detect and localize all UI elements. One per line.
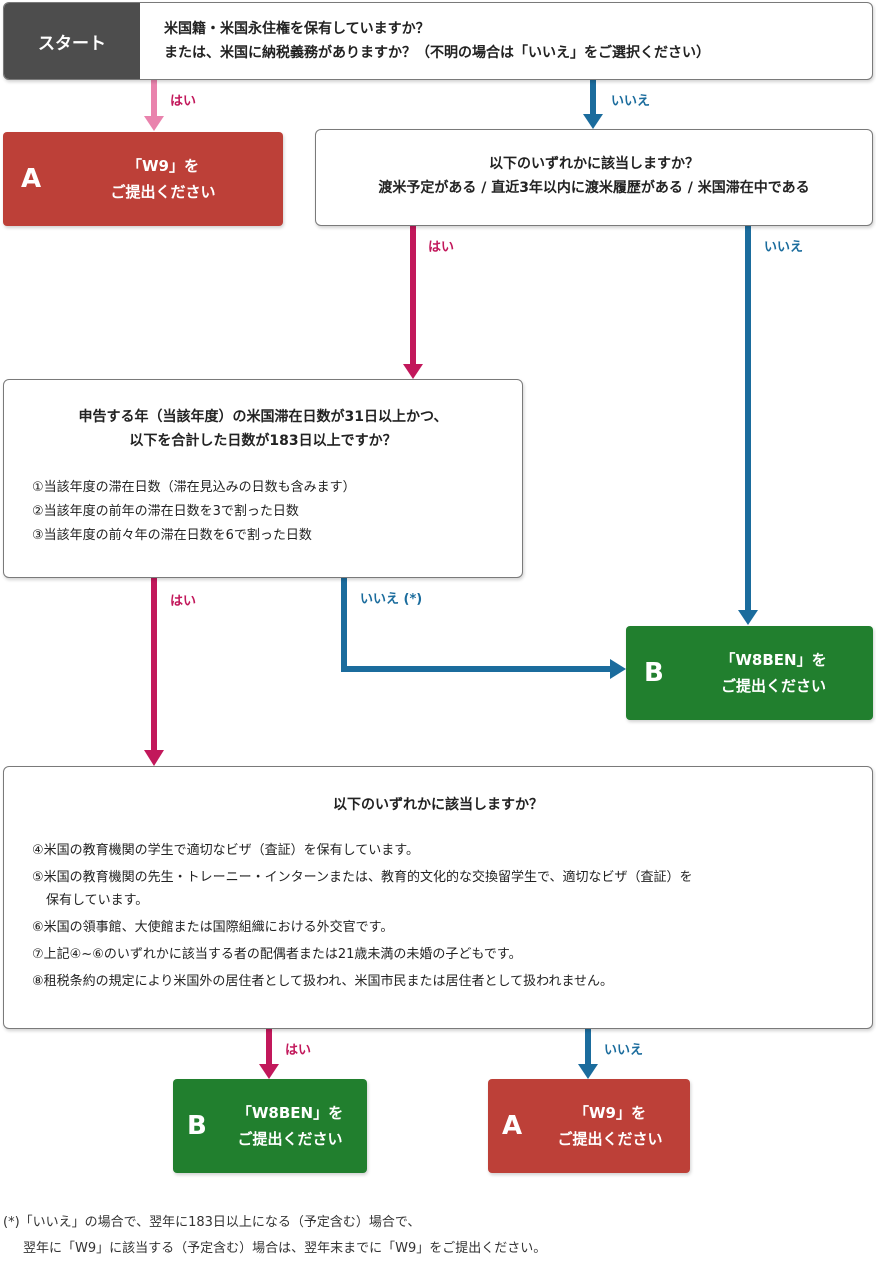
question-4-item: ⑥米国の領事館、大使館または国際組織における外交官です。 — [32, 920, 394, 935]
arrowhead-start-yes — [144, 116, 164, 131]
question-4-item-continued: 保有しています。 — [46, 893, 149, 908]
start-tag: スタート — [4, 3, 140, 79]
result-a-top: A 「W9」を ご提出ください — [3, 132, 283, 226]
arrowhead-start-no — [583, 114, 603, 129]
question-3-box: 申告する年（当該年度）の米国滞在日数が31日以上かつ、 以下を合計した日数が18… — [3, 379, 523, 578]
question-2-box: 以下のいずれかに該当しますか？ 渡米予定がある / 直近3年以内に渡米履歴がある… — [315, 129, 873, 226]
question-3-item: ②当該年度の前年の滞在日数を3で割った日数 — [32, 504, 299, 519]
question-4-box: 以下のいずれかに該当しますか？ ④米国の教育機関の学生で適切なビザ（査証）を保有… — [3, 766, 873, 1029]
result-b-bottom-line2: ご提出ください — [237, 1130, 343, 1148]
arrowhead-q4-yes — [259, 1064, 279, 1079]
arrowhead-q3-yes — [144, 750, 164, 766]
start-question-line1: 米国籍・米国永住権を保有していますか？ — [164, 21, 430, 37]
question-4-item: ⑦上記④~⑥のいずれかに該当する者の配偶者または21歳未満の未婚の子どもです。 — [32, 947, 522, 962]
arrowhead-q2-no — [738, 610, 758, 625]
question-4-item: ⑧租税条約の規定により米国外の居住者として扱われ、米国市民または居住者として扱わ… — [32, 974, 614, 989]
start-question-box: スタート 米国籍・米国永住権を保有していますか？ または、米国に納税義務がありま… — [3, 2, 873, 80]
result-a-top-letter: A — [21, 164, 42, 194]
label-start-yes: はい — [170, 94, 197, 109]
result-a-bottom-line2: ご提出ください — [557, 1130, 663, 1148]
result-a-bottom: A 「W9」を ご提出ください — [488, 1079, 690, 1173]
footnote-line2: 翌年に「W9」に該当する（予定含む）場合は、翌年末までに「W9」をご提出ください… — [23, 1241, 547, 1256]
label-q3-yes: はい — [170, 594, 197, 609]
result-a-bottom-letter: A — [502, 1111, 523, 1141]
result-b-bottom-letter: B — [187, 1111, 207, 1141]
label-q2-yes: はい — [428, 240, 455, 255]
question-3-item: ①当該年度の滞在日数（滞在見込みの日数も含みます） — [32, 480, 356, 495]
label-q2-no: いいえ — [764, 240, 804, 255]
result-b-middle-line1: 「W8BEN」を — [720, 651, 827, 669]
footnote-line1: (*)「いいえ」の場合で、翌年に183日以上になる（予定含む）場合で、 — [3, 1215, 421, 1230]
question-2-line1: 以下のいずれかに該当しますか？ — [489, 156, 699, 172]
arrow-q3-no — [341, 578, 612, 672]
result-b-middle: B 「W8BEN」を ご提出ください — [626, 626, 873, 720]
question-4-title: 以下のいずれかに該当しますか？ — [333, 797, 543, 813]
question-3-line1: 申告する年（当該年度）の米国滞在日数が31日以上かつ、 — [78, 409, 448, 425]
label-q3-no: いいえ (*) — [360, 592, 423, 607]
question-4-item: ⑤米国の教育機関の先生・トレーニー・インターンまたは、教育的文化的な交換留学生で… — [32, 870, 693, 885]
label-start-no: いいえ — [611, 94, 651, 109]
question-3-item: ③当該年度の前々年の滞在日数を6で割った日数 — [32, 528, 312, 543]
result-b-bottom: B 「W8BEN」を ご提出ください — [173, 1079, 367, 1173]
result-a-top-line1: 「W9」を — [127, 157, 199, 175]
footnote: (*)「いいえ」の場合で、翌年に183日以上になる（予定含む）場合で、 翌年に「… — [3, 1210, 546, 1262]
result-a-bottom-line1: 「W9」を — [574, 1104, 646, 1122]
label-q4-no: いいえ — [604, 1043, 644, 1058]
result-b-middle-letter: B — [644, 658, 664, 688]
arrowhead-q3-no — [610, 659, 626, 679]
arrowhead-q2-yes — [403, 364, 423, 379]
arrowhead-q4-no — [578, 1064, 598, 1079]
result-b-middle-line2: ご提出ください — [720, 677, 826, 695]
start-question-line2: または、米国に納税義務がありますか？（不明の場合は「いいえ」をご選択ください） — [164, 45, 710, 61]
result-b-bottom-line1: 「W8BEN」を — [236, 1104, 344, 1122]
question-3-line2: 以下を合計した日数が183日以上ですか？ — [129, 433, 397, 449]
question-4-item: ④米国の教育機関の学生で適切なビザ（査証）を保有しています。 — [32, 843, 419, 858]
start-label: スタート — [38, 33, 106, 54]
question-2-line2: 渡米予定がある / 直近3年以内に渡米履歴がある / 米国滞在中である — [378, 180, 810, 196]
label-q4-yes: はい — [285, 1043, 312, 1058]
result-a-top-line2: ご提出ください — [110, 183, 216, 201]
